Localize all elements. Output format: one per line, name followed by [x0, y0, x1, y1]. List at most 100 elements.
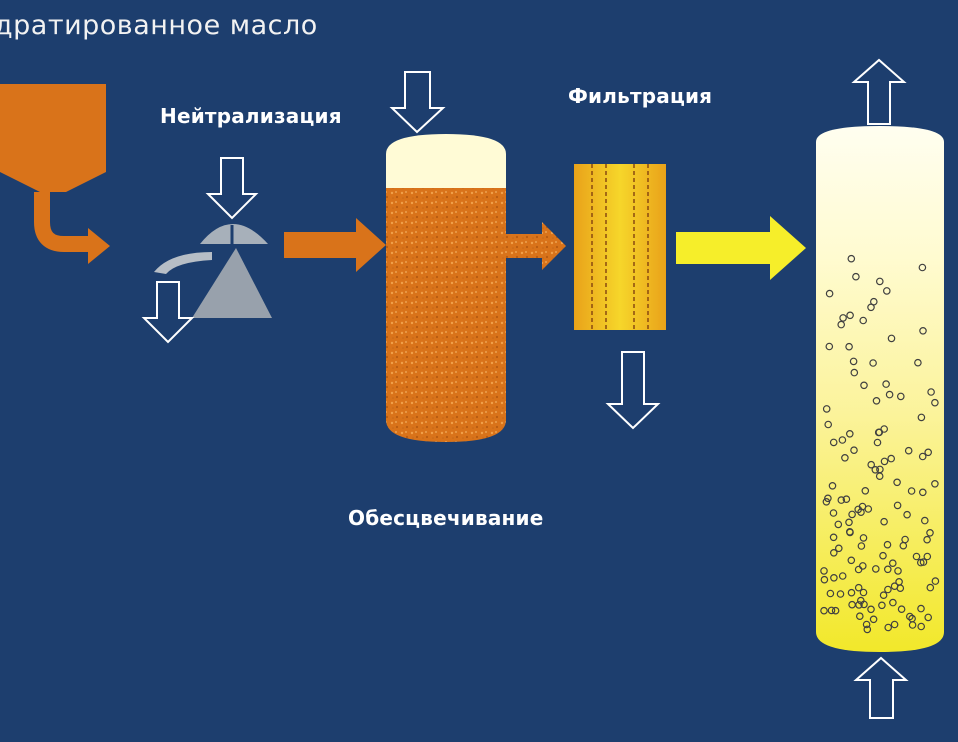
bubble [837, 496, 846, 504]
bubbles [820, 254, 940, 634]
bubble [820, 575, 829, 584]
bubble [879, 591, 888, 600]
bubble [905, 612, 914, 621]
bubble [863, 625, 872, 634]
bubble [873, 438, 882, 447]
flow-arrow-icon [676, 216, 806, 280]
bubble [852, 272, 860, 281]
bubble [845, 518, 853, 527]
bubble [880, 457, 889, 466]
bubble [874, 428, 883, 437]
bubble [867, 303, 875, 312]
bubble [927, 388, 935, 396]
vapor-out-arrow-icon [851, 58, 907, 125]
bubble [822, 497, 831, 506]
bubble [885, 390, 894, 399]
bubble [855, 612, 864, 621]
bubble [867, 605, 875, 614]
bubble [917, 413, 926, 422]
bubble [848, 600, 856, 609]
bubble [878, 601, 886, 610]
bubble [854, 583, 863, 592]
deodorization-tower [816, 126, 944, 652]
bubble [889, 598, 897, 607]
bubble [820, 606, 828, 615]
bubble [871, 565, 880, 573]
separator-icon [154, 224, 272, 318]
reagent-in-arrow-icon [205, 157, 259, 220]
bubble [859, 534, 868, 542]
bubble [836, 590, 845, 598]
bubble [918, 452, 927, 461]
bubble [893, 478, 901, 487]
bubble [857, 508, 865, 517]
bubble [827, 606, 836, 615]
feed-hopper [0, 84, 110, 264]
bubble [826, 589, 835, 598]
bubble [824, 420, 833, 429]
bubble [908, 621, 917, 629]
bubble [918, 263, 927, 272]
bubble [897, 605, 906, 614]
bubble [888, 559, 897, 568]
bubble [883, 565, 892, 574]
bubble [822, 405, 831, 413]
bubble [931, 398, 939, 407]
bubble [875, 277, 884, 286]
bubble [887, 334, 896, 343]
bubble [917, 604, 925, 613]
bubble [824, 494, 832, 503]
bubble [894, 567, 902, 575]
bubble [848, 510, 856, 519]
bubble [849, 357, 858, 366]
bubble [829, 438, 838, 447]
bubble [825, 342, 834, 351]
bubble [879, 551, 887, 560]
bubble [845, 429, 854, 438]
adsorbent-in-arrow-icon [389, 71, 446, 134]
bubble [899, 541, 908, 550]
bubble [820, 567, 828, 575]
bubble [837, 320, 846, 329]
bubble [884, 623, 893, 632]
neutralization-label: Нейтрализация [160, 104, 342, 128]
diagram-title: дратированное масло [0, 10, 318, 41]
bubble [931, 577, 940, 585]
flow-arrow-icon [284, 218, 386, 272]
bubble [918, 488, 927, 497]
bubble [850, 446, 858, 455]
bleaching-vessel [386, 134, 506, 442]
filtration-label: Фильтрация [568, 84, 713, 108]
bubble [923, 535, 931, 544]
flow-arrow-icon [506, 222, 566, 270]
bubble [920, 516, 929, 525]
bubble [859, 588, 868, 597]
bubble [919, 326, 927, 335]
bubble [912, 552, 921, 561]
bubble [896, 392, 905, 401]
bubble [861, 486, 870, 495]
bubble [871, 465, 880, 474]
bubble [828, 481, 837, 490]
bubble [875, 472, 884, 481]
bubble [847, 588, 856, 597]
steam-in-arrow-icon [853, 656, 909, 719]
bubble [862, 620, 871, 629]
bubble [839, 314, 847, 322]
bubble [841, 453, 849, 462]
bubble [919, 558, 928, 566]
bubble [831, 606, 840, 615]
bubble [869, 359, 877, 367]
bubble [924, 613, 933, 622]
bubble [834, 520, 843, 529]
bubble [926, 528, 934, 537]
bubble [829, 509, 838, 517]
bubble [887, 454, 896, 463]
bubble [825, 289, 834, 298]
filter-unit [574, 164, 666, 330]
bubble [829, 548, 838, 557]
bubble [926, 583, 935, 592]
bubble [907, 487, 916, 495]
soapstock-out-arrow-icon [141, 281, 195, 344]
